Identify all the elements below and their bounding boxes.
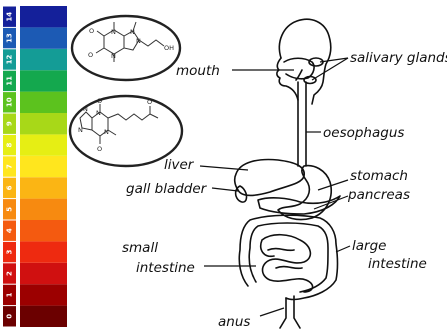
label-salivary-glands: salivary glands (350, 50, 447, 66)
ph-number-12: 12 (6, 55, 14, 65)
molecule-1: N N N N O O OH (72, 16, 180, 80)
mol1-o2: O (88, 51, 93, 59)
label-large: large (352, 238, 386, 254)
mol2-o1: O (97, 97, 102, 105)
ph-color-cell-5 (20, 199, 67, 220)
ph-color-cell-2 (20, 263, 67, 284)
mol1-n2: N (111, 52, 116, 60)
label-gall-bladder: gall bladder (126, 181, 208, 197)
ph-number-4: 4 (6, 228, 14, 233)
mol1-oh: OH (164, 44, 174, 52)
ph-number-14: 14 (6, 12, 14, 22)
mol2-n3: N (96, 109, 101, 117)
small-intestine (261, 235, 313, 292)
label-oesophagus: oesophagus (323, 125, 404, 141)
ph-color-cell-11 (20, 70, 67, 91)
ph-color-cell-9 (20, 113, 67, 134)
rectum (280, 298, 286, 328)
ph-number-1: 1 (6, 292, 14, 297)
ph-number-10: 10 (6, 97, 14, 107)
ph-color-cell-3 (20, 241, 67, 262)
ph-color-cell-14 (20, 6, 67, 27)
ph-color-cell-1 (20, 284, 67, 305)
ph-number-13: 13 (6, 33, 14, 43)
ph-color-cell-4 (20, 220, 67, 241)
face-profile (277, 58, 298, 100)
mol2-n2: N (78, 126, 83, 134)
ph-color-cell-12 (20, 49, 67, 70)
label-mouth: mouth (176, 63, 220, 79)
ph-color-cell-10 (20, 92, 67, 113)
ph-number-2: 2 (6, 271, 14, 276)
label-pancreas: pancreas (347, 187, 410, 203)
mol2-o2: O (97, 145, 102, 153)
label-stomach: stomach (350, 168, 408, 184)
mol1-o1: O (89, 27, 94, 35)
ph-number-7: 7 (6, 164, 14, 169)
ph-number-11: 11 (6, 76, 14, 86)
ph-number-5: 5 (6, 207, 14, 212)
label-anus: anus (218, 314, 250, 329)
molecule-2: N N N N O O O (70, 96, 182, 166)
ph-color-cell-6 (20, 177, 67, 198)
label-large-intestine: intestine (368, 256, 427, 272)
large-intestine (239, 215, 337, 299)
mol1-n3: N (130, 28, 135, 36)
ph-number-9: 9 (6, 121, 14, 126)
mol2-o3: O (147, 98, 152, 106)
mol1-n4: N (136, 37, 141, 45)
label-small-intestine: intestine (136, 260, 195, 276)
ph-color-cell-7 (20, 156, 67, 177)
mol1-n1: N (111, 28, 116, 36)
mol2-n4: N (104, 128, 109, 136)
label-liver: liver (164, 157, 195, 173)
ph-number-0: 0 (6, 314, 14, 319)
leader-lines (200, 58, 350, 316)
ph-number-3: 3 (6, 250, 14, 255)
ph-number-8: 8 (6, 143, 14, 148)
ph-number-6: 6 (6, 185, 14, 190)
mol2-n1: N (83, 105, 88, 113)
labels: mouth salivary glands oesophagus liver s… (122, 50, 447, 329)
anatomy-drawing (235, 19, 340, 328)
label-small: small (122, 240, 158, 256)
ph-color-cell-13 (20, 27, 67, 48)
ph-color-cell-0 (20, 306, 67, 327)
ph-color-cell-8 (20, 134, 67, 155)
ph-scale: 01234567891011121314 (0, 6, 67, 327)
